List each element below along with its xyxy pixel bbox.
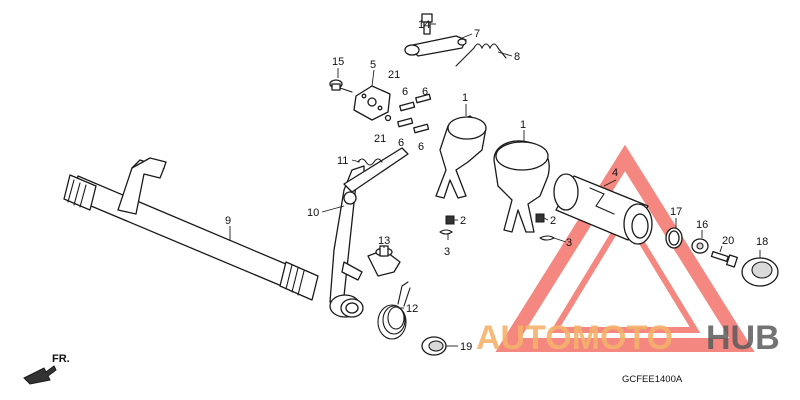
part-torsion-spring <box>455 43 507 67</box>
part-washer <box>691 238 709 254</box>
leader-lines <box>229 23 761 347</box>
watermark-text-primary: AUTOMOTO <box>476 319 673 357</box>
callout-15: 15 <box>332 56 344 68</box>
callout-21a: 21 <box>388 69 400 81</box>
watermark-text: AUTOMOTO HUB <box>476 319 780 357</box>
part-shift-fork-1 <box>435 115 487 199</box>
part-shift-arm <box>329 147 409 318</box>
part-oil-seal <box>421 336 447 356</box>
part-shift-pin <box>367 245 401 277</box>
callout-9: 9 <box>225 215 231 227</box>
callout-11: 11 <box>337 155 348 167</box>
part-bolt-15 <box>329 79 353 93</box>
callout-12: 12 <box>406 303 418 315</box>
part-stopper-plate <box>353 85 391 121</box>
part-drum-stopper-arm <box>404 35 467 57</box>
part-shift-drum <box>553 173 653 245</box>
watermark-logo <box>495 144 755 352</box>
part-bolt-14 <box>421 13 433 35</box>
watermark-triangle-inner <box>549 209 701 333</box>
part-cap <box>741 257 779 287</box>
callout-1b: 1 <box>520 119 526 131</box>
part-guide-pins <box>439 213 556 241</box>
callout-5: 5 <box>370 59 376 71</box>
callout-6c: 6 <box>398 137 404 149</box>
front-direction-arrow: FR. <box>23 353 70 385</box>
part-gearshift-spindle <box>63 157 319 301</box>
spindle-spline-right <box>279 261 319 301</box>
callout-20: 20 <box>722 235 734 247</box>
callout-18: 18 <box>756 236 768 248</box>
shift-arm-upper <box>343 147 409 193</box>
watermark-triangle-outer <box>495 144 755 352</box>
part-pins <box>384 93 432 134</box>
callout-6b: 6 <box>422 86 428 98</box>
callout-21b: 21 <box>374 133 386 145</box>
callout-14: 14 <box>418 19 430 31</box>
callout-2b: 2 <box>550 215 556 227</box>
spindle-spline-left <box>63 174 97 211</box>
spindle-shaft <box>71 175 301 293</box>
callout-6a: 6 <box>402 86 408 98</box>
arrow-icon <box>23 365 57 385</box>
callout-7: 7 <box>474 28 480 40</box>
callout-17: 17 <box>670 206 682 218</box>
watermark-text-secondary: HUB <box>706 319 780 357</box>
callout-3b: 3 <box>566 237 572 249</box>
callout-3a: 3 <box>444 246 450 258</box>
part-bolt-20 <box>710 250 738 268</box>
part-return-spring <box>377 281 411 340</box>
callout-1a: 1 <box>462 92 468 104</box>
direction-label: FR. <box>52 353 70 365</box>
callout-2a: 2 <box>460 215 466 227</box>
callout-19: 19 <box>460 341 472 353</box>
callout-16: 16 <box>696 219 708 231</box>
callout-6d: 6 <box>418 141 424 153</box>
callouts: 1 1 2 2 3 3 4 5 6 6 6 6 7 8 9 10 11 12 1… <box>225 19 768 353</box>
callout-8: 8 <box>514 51 520 63</box>
part-small-spring <box>357 158 383 166</box>
callout-13: 13 <box>378 235 390 247</box>
part-shift-fork-2 <box>493 140 550 233</box>
callout-10: 10 <box>307 207 319 219</box>
diagram-reference-code: GCFEE1400A <box>622 374 683 385</box>
part-circlip <box>665 227 683 249</box>
callout-4: 4 <box>612 167 618 179</box>
